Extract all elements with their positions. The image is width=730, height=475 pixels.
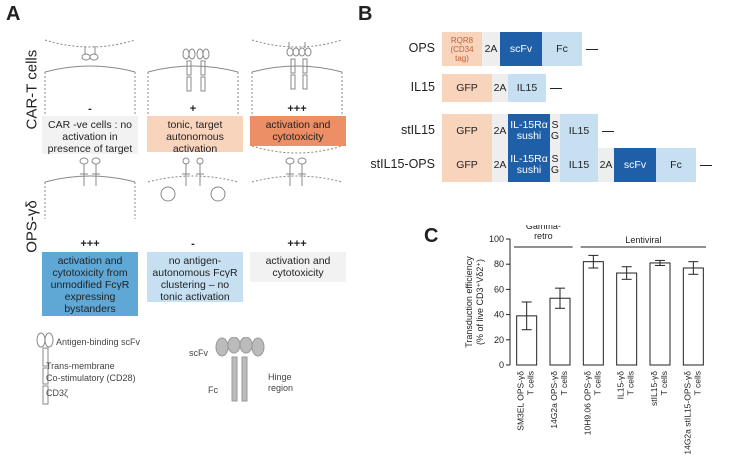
construct-segment: 2A [482,32,500,66]
legend-car-icon [36,332,54,405]
membrane-car-2 [147,65,239,73]
ops-desc-1: activation and cytotoxicity from unmodif… [42,252,138,316]
bar [682,267,704,366]
car-sign-2: + [189,103,197,115]
ops-sign-2: - [191,238,195,250]
construct-segment: scFv [614,148,656,182]
construct-segment: 2A [492,74,508,102]
construct-segment: IL-15Rα sushi [508,148,550,182]
panel-a-cell-diagrams [44,39,343,219]
x-category-label: T cells [526,371,536,395]
ops-receptor-target-icon [285,157,307,186]
y-axis-label: (% of live CD3⁺Vδ2⁺) [475,259,485,345]
membrane-car-3 [251,65,343,73]
legend-ops-icon [215,337,265,402]
legend-trans-label: Trans-membrane [46,361,115,371]
car-receptor-target-icon [286,42,312,90]
x-category-label: T cells [659,371,669,395]
membrane-ops-3 [251,175,343,183]
ops-desc-3: activation and cytotoxicity [250,252,346,282]
x-category-label: 14G2a stIL15-OPS-γδ [682,371,692,455]
y-tick-label: 0 [499,360,504,370]
construct-segment: RQR8 (CD34 tag) [442,32,482,66]
bar [649,262,671,366]
construct-segment: IL15 [560,148,598,182]
x-category-label: 14G2a OPS-γδ [549,371,559,429]
construct-segment: GFP [442,114,492,148]
construct-segment: GFP [442,74,492,102]
membrane-car-1 [44,65,136,73]
legend-costim-label: Co-stimulatory (CD28) [46,373,136,383]
construct-segment: S G [550,114,560,148]
y-tick-label: 80 [494,259,504,269]
legend-cd3-label: CD3ζ [46,388,68,398]
x-category-label: T cells [592,371,602,395]
bar [582,261,604,366]
target-antigen-icon [81,46,99,61]
x-category-label: 10H9.06 OPS-γδ [582,371,592,436]
construct-segment: 2A [598,148,614,182]
construct-segment: IL15 [560,114,598,148]
construct-tail-line [550,88,562,89]
car-desc-3: activation and cytotoxicity [250,116,346,146]
construct-segment: IL-15Rα sushi [508,114,550,148]
membrane-ops-2 [147,175,239,183]
legend-fc-label: Fc [208,385,218,395]
y-tick-label: 20 [494,335,504,345]
panel-b-letter: B [358,3,373,25]
x-category-label: SM3EL OPS-γδ [516,371,526,431]
ops-receptor-unbound-icon [160,157,226,202]
car-sign-1: - [88,103,92,115]
construct-name: stIL15 [400,123,435,137]
y-tick-label: 40 [494,310,504,320]
car-desc-1: CAR -ve cells : no activation in presenc… [42,116,138,155]
x-category-label: T cells [692,371,702,395]
construct-segment: 2A [492,148,508,182]
construct-tail-line [602,131,614,132]
panel-c-letter: C [424,225,439,247]
construct-name: IL15 [410,80,435,94]
x-category-label: stIL15-γδ [649,371,659,406]
ops-desc-2: no antigen-autonomous FcγR clustering – … [147,252,243,303]
legend-binding-label: Antigen-binding scFv [56,337,141,347]
x-category-label: T cells [626,371,636,395]
construct-segment: scFv [500,32,542,66]
membrane-ops-1 [44,175,136,183]
x-category-label: IL15-γδ [616,371,626,400]
construct-segment: 2A [492,114,508,148]
y-tick-label: 60 [494,284,504,294]
construct-name: stIL15-OPS [370,157,435,171]
car-receptor-icon [182,48,210,92]
construct-tail-line [700,165,712,166]
construct-segment: Fc [656,148,696,182]
ops-sign-3: +++ [287,238,307,250]
y-axis-label: Transduction efficiency [464,256,474,348]
car-sign-3: +++ [287,103,307,115]
bar [616,272,638,366]
legend-scfv-label: scFv [189,348,208,358]
construct-tail-line [586,49,598,50]
legend-hinge-line1: Hinge [268,372,292,382]
ops-sign-1: +++ [80,238,100,250]
ops-receptor-icon [79,157,101,186]
y-tick-label: 100 [489,234,504,244]
group-label: Lentiviral [625,235,661,245]
construct-segment: S G [550,148,560,182]
row-label-ops: OPS-γδ [23,200,41,253]
x-category-label: T cells [559,371,569,395]
row-label-car-t: CAR-T cells [23,49,41,130]
construct-segment: Fc [542,32,582,66]
construct-segment: GFP [442,148,492,182]
construct-segment: IL15 [508,74,546,102]
panel-a-letter: A [6,3,21,25]
legend-hinge-line2: region [268,383,294,393]
group-label: retro [534,231,553,241]
car-desc-2: tonic, target autonomous activation [147,116,243,155]
group-label: Gamma- [526,225,561,231]
construct-name: OPS [408,41,435,55]
legend-hinge-label: Hinge region [268,372,293,394]
